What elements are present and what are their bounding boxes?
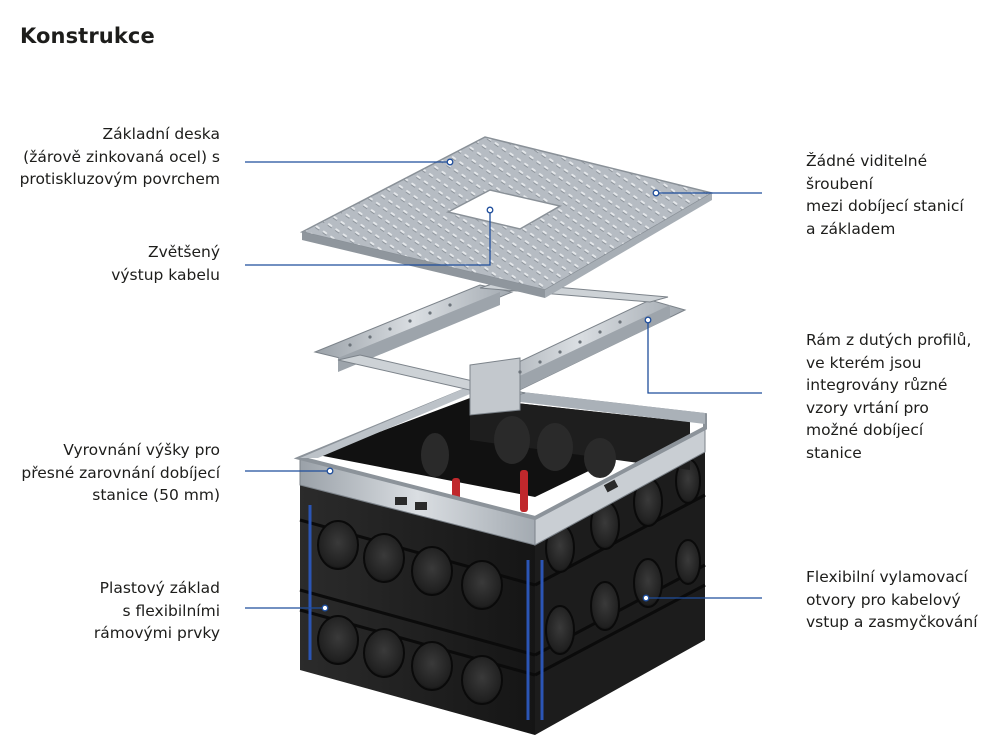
- hollow-profile-frame: [313, 281, 687, 416]
- callout-knockouts: Flexibilní vylamovací otvory pro kabelov…: [806, 568, 978, 631]
- leader-lines: [245, 161, 762, 609]
- callout-cable-outlet: Zvětšený výstup kabelu: [111, 243, 220, 284]
- callout-base-plate: Základní deska (žárově zinkovaná ocel) s…: [19, 125, 220, 188]
- inner-cavity: [318, 398, 690, 512]
- callout-no-screws: Žádné viditelné šroubení mezi dobíjecí s…: [806, 152, 964, 238]
- knockout-holes-left: [317, 520, 503, 705]
- base-plate: [299, 136, 714, 298]
- height-adjust-frame: [293, 385, 707, 546]
- callout-height-adjust: Vyrovnání výšky pro přesné zarovnání dob…: [21, 441, 220, 504]
- callout-hollow-frame: Rám z dutých profilů, ve kterém jsou int…: [806, 331, 972, 462]
- leader-dots: [321, 158, 660, 612]
- page-title: Konstrukce: [20, 24, 155, 48]
- callout-plastic-base: Plastový základ s flexibilními rámovými …: [93, 579, 220, 642]
